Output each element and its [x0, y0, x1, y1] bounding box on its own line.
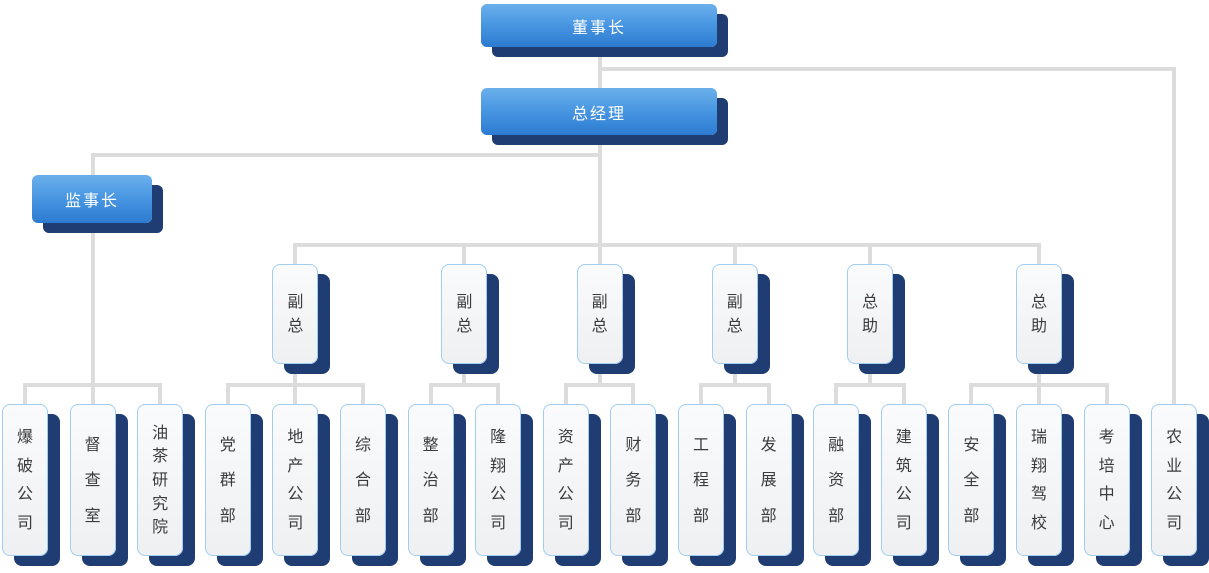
- org-node-blasting-company: 爆破公司: [2, 404, 48, 556]
- connector-dept-stub: [699, 383, 703, 406]
- connector-dept-stub: [361, 383, 365, 406]
- org-node-label-renovation-dept: 整治部: [422, 434, 439, 525]
- org-node-label-vp-4: 副总: [726, 292, 743, 335]
- connector-mid-stub-top: [293, 243, 298, 266]
- org-node-vp-3: 副总: [576, 264, 623, 364]
- org-node-label-construction-company: 建筑公司: [895, 427, 912, 532]
- connector-dept-stub: [23, 383, 27, 406]
- connector-mid-stub-top: [868, 243, 872, 266]
- connector-group-bracket: [834, 383, 906, 387]
- org-node-label-vp-3: 副总: [591, 292, 608, 335]
- connector-mid-stub-bottom: [597, 362, 602, 387]
- org-node-label-chairman: 董事长: [571, 17, 626, 37]
- connector-group-bracket: [699, 383, 771, 387]
- connector-supervisor-down: [90, 221, 95, 387]
- connector-dept-stub: [969, 383, 974, 406]
- connector-dept-stub: [158, 383, 163, 406]
- org-node-safety-dept: 安全部: [948, 404, 995, 556]
- org-node-label-supervision-office: 督查室: [84, 434, 101, 525]
- org-node-supervision-office: 督查室: [69, 404, 116, 556]
- connector-dept-stub: [90, 383, 95, 406]
- org-node-assistant-2: 总助: [1016, 264, 1062, 364]
- org-node-testing-training-center: 考培中心: [1083, 404, 1130, 556]
- connector-gm-supervisor: [90, 153, 602, 157]
- org-node-label-agriculture-company: 农业公司: [1166, 427, 1183, 532]
- org-node-label-assistant-2: 总助: [1030, 292, 1047, 335]
- org-node-agriculture-company: 农业公司: [1151, 404, 1198, 556]
- org-node-label-vp-1: 副总: [287, 292, 304, 335]
- org-node-development-dept: 发展部: [745, 404, 792, 556]
- org-node-engineering-dept: 工程部: [678, 404, 724, 556]
- org-node-label-testing-training-center: 考培中心: [1098, 427, 1115, 532]
- connector-dept-stub: [834, 383, 839, 406]
- org-node-party-masses-dept: 党群部: [204, 404, 251, 556]
- org-node-label-camellia-research-institute: 油茶研究院: [152, 422, 169, 537]
- connector-group-bracket: [563, 383, 636, 387]
- org-node-supervisor-chief: 监事长: [32, 175, 152, 223]
- org-node-general-affairs-dept: 综合部: [340, 404, 386, 556]
- org-node-label-vp-2: 副总: [456, 292, 473, 335]
- org-node-real-estate-company: 地产公司: [272, 404, 319, 556]
- connector-dept-stub: [1104, 383, 1109, 406]
- org-node-label-financing-dept: 融资部: [828, 434, 845, 525]
- org-node-vp-4: 副总: [711, 264, 758, 364]
- org-node-general-manager: 总经理: [481, 88, 717, 135]
- org-node-label-general-manager: 总经理: [571, 103, 626, 123]
- connector-gm-down: [597, 133, 602, 247]
- connector-supervisor-top: [90, 153, 95, 177]
- org-node-finance-dept: 财务部: [610, 404, 657, 556]
- connector-mid-stub-top: [597, 243, 602, 266]
- org-node-vp-1: 副总: [272, 264, 319, 364]
- org-node-label-development-dept: 发展部: [760, 434, 777, 525]
- connector-agriculture-drop: [1172, 67, 1177, 406]
- connector-mid-stub-bottom: [1037, 362, 1041, 387]
- connector-mid-stub-bottom: [868, 362, 872, 387]
- org-node-camellia-research-institute: 油茶研究院: [137, 404, 184, 556]
- org-node-longxiang-company: 隆翔公司: [475, 404, 522, 556]
- org-node-label-assistant-1: 总助: [861, 292, 878, 335]
- org-node-label-general-affairs-dept: 综合部: [354, 434, 371, 525]
- org-node-vp-2: 副总: [441, 264, 488, 364]
- connector-mid-stub-bottom: [732, 362, 737, 387]
- connector-dept-stub: [293, 383, 298, 406]
- connector-dept-stub: [225, 383, 230, 406]
- org-node-label-assets-company: 资产公司: [557, 427, 574, 532]
- org-node-label-real-estate-company: 地产公司: [287, 427, 304, 532]
- org-node-label-engineering-dept: 工程部: [692, 434, 709, 525]
- connector-chairman-right: [597, 67, 1177, 71]
- connector-dept-stub: [563, 383, 568, 406]
- connector-mid-distributor: [293, 243, 1041, 247]
- org-node-label-longxiang-company: 隆翔公司: [490, 427, 507, 532]
- org-node-label-supervisor-chief: 监事长: [64, 191, 119, 210]
- connector-mid-stub-top: [732, 243, 737, 266]
- connector-dept-stub: [766, 383, 771, 406]
- org-node-financing-dept: 融资部: [813, 404, 860, 556]
- org-node-assistant-1: 总助: [847, 264, 893, 364]
- connector-dept-stub: [1037, 383, 1041, 406]
- org-node-renovation-dept: 整治部: [407, 404, 454, 556]
- org-node-label-ruixiang-driving-school: 瑞翔驾校: [1030, 427, 1047, 532]
- org-node-label-safety-dept: 安全部: [963, 434, 980, 525]
- connector-mid-stub-bottom: [462, 362, 467, 387]
- connector-group-bracket: [428, 383, 501, 387]
- org-node-chairman: 董事长: [481, 4, 717, 47]
- org-node-construction-company: 建筑公司: [880, 404, 927, 556]
- connector-dept-stub: [496, 383, 501, 406]
- org-node-label-blasting-company: 爆破公司: [16, 427, 33, 532]
- connector-mid-stub-top: [462, 243, 467, 266]
- connector-dept-stub: [901, 383, 906, 406]
- org-node-ruixiang-driving-school: 瑞翔驾校: [1016, 404, 1062, 556]
- connector-dept-stub: [631, 383, 636, 406]
- org-node-assets-company: 资产公司: [542, 404, 589, 556]
- connector-dept-stub: [428, 383, 433, 406]
- org-node-label-party-masses-dept: 党群部: [219, 434, 236, 525]
- connector-mid-stub-bottom: [293, 362, 298, 387]
- connector-mid-stub-top: [1037, 243, 1041, 266]
- org-node-label-finance-dept: 财务部: [625, 434, 642, 525]
